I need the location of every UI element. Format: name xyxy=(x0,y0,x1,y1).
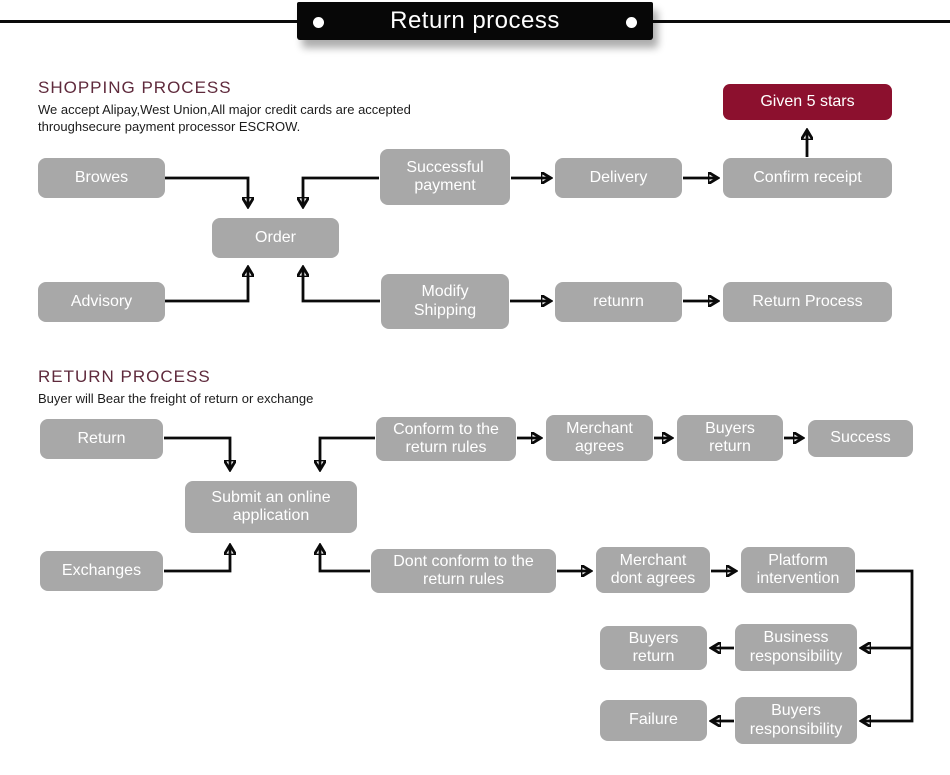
node-exchanges: Exchanges xyxy=(40,551,163,591)
node-advisory: Advisory xyxy=(38,282,165,322)
arrow-modify-shipping-to-order xyxy=(303,268,380,303)
subtitle-line-2: throughsecure payment processor ESCROW. xyxy=(38,119,301,134)
node-submit-application: Submit an online application xyxy=(185,481,357,533)
arrow-advisory-to-order xyxy=(165,268,248,303)
shopping-section-heading: SHOPPING PROCESS xyxy=(38,78,232,97)
subtitle-line-1: We accept Alipay,West Union,All major cr… xyxy=(38,102,411,117)
page-title: Return process xyxy=(390,7,560,34)
node-platform-intervention: Platform intervention xyxy=(741,547,855,593)
arrow-platform-to-buyers-responsibility xyxy=(856,569,914,721)
node-failure: Failure xyxy=(600,700,707,741)
node-order: Order xyxy=(212,218,339,258)
node-retunrn: retunrn xyxy=(555,282,682,322)
title-ribbon: Return process xyxy=(297,2,653,40)
node-dont-conform-rules: Dont conform to the return rules xyxy=(371,549,556,593)
arrow-return-to-submit xyxy=(164,436,230,469)
arrow-successful-payment-to-order xyxy=(303,176,379,206)
node-return: Return xyxy=(40,419,163,459)
arrow-exchanges-to-submit xyxy=(164,546,230,573)
node-conform-rules: Conform to the return rules xyxy=(376,417,516,461)
subtitle-line-1: Buyer will Bear the freight of return or… xyxy=(38,391,314,406)
node-merchant-agrees: Merchant agrees xyxy=(546,415,653,461)
node-successful-payment: Successful payment xyxy=(380,149,510,205)
node-merchant-dont-agrees: Merchant dont agrees xyxy=(596,547,710,593)
return-section-heading: RETURN PROCESS xyxy=(38,367,211,386)
shopping-section-subtitle: We accept Alipay,West Union,All major cr… xyxy=(38,101,411,135)
node-return-process: Return Process xyxy=(723,282,892,322)
node-buyers-responsibility: Buyers responsibility xyxy=(735,697,857,744)
node-buyers-return-success: Buyers return xyxy=(677,415,783,461)
node-given-5-stars: Given 5 stars xyxy=(723,84,892,120)
return-section-subtitle: Buyer will Bear the freight of return or… xyxy=(38,390,313,407)
node-buyers-return-fail: Buyers return xyxy=(600,626,707,670)
node-browes: Browes xyxy=(38,158,165,198)
ribbon-dot-left-icon xyxy=(313,17,324,28)
node-delivery: Delivery xyxy=(555,158,682,198)
node-business-responsibility: Business responsibility xyxy=(735,624,857,671)
ribbon-dot-right-icon xyxy=(626,17,637,28)
node-modify-shipping: Modify Shipping xyxy=(381,274,509,329)
arrow-browes-to-order xyxy=(165,176,248,206)
node-confirm-receipt: Confirm receipt xyxy=(723,158,892,198)
node-success: Success xyxy=(808,420,913,457)
arrow-conform-rules-to-submit xyxy=(320,436,375,469)
arrow-dont-conform-to-submit xyxy=(320,546,370,573)
